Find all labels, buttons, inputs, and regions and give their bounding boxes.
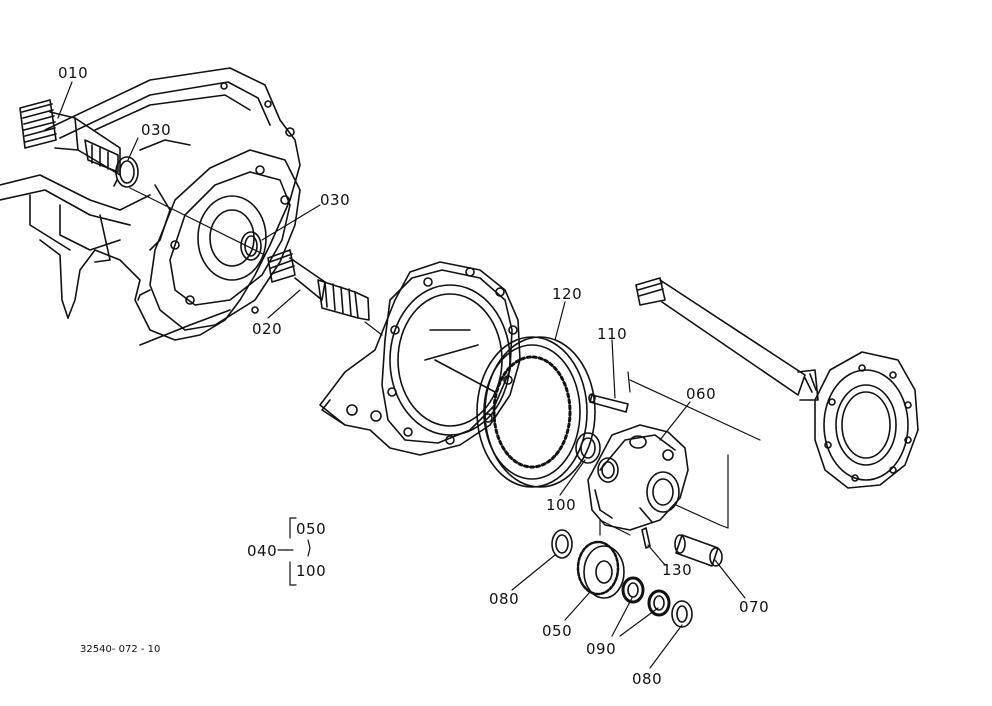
callout-090: 090 [586, 640, 617, 658]
pin-130 [641, 527, 651, 549]
callout-070: 070 [739, 598, 770, 616]
ring-gear-120 [476, 336, 596, 488]
callout-120: 120 [552, 285, 583, 303]
assembly-label-100: 100 [296, 562, 327, 580]
callout-060: 060 [686, 385, 717, 403]
callout-080-right: 080 [632, 670, 663, 688]
bearing-090-a [621, 576, 645, 604]
housing-flange [137, 149, 301, 331]
transmission-housing [0, 67, 301, 346]
assembly-label-040: 040 [247, 542, 278, 560]
assembly-label-050: 050 [296, 520, 327, 538]
callout-020: 020 [252, 320, 283, 338]
axle-flange [814, 351, 919, 489]
callout-130: 130 [662, 561, 693, 579]
washer-080-right [671, 600, 693, 628]
thrust-ring-100 [575, 432, 601, 464]
callout-100: 100 [546, 496, 577, 514]
washer-080-left [551, 529, 573, 559]
callout-050: 050 [542, 622, 573, 640]
snap-ring-030-lower [240, 231, 262, 261]
planet-gear-050 [576, 540, 625, 599]
callout-110: 110 [597, 325, 628, 343]
carrier-060 [587, 424, 689, 531]
callout-030-lower: 030 [320, 191, 351, 209]
pin-110 [588, 393, 629, 413]
shaft-020 [267, 249, 370, 321]
snap-ring-030-upper [113, 156, 139, 188]
callout-080-left: 080 [489, 590, 520, 608]
callout-010: 010 [58, 64, 89, 82]
planet-shaft-070 [674, 534, 723, 567]
document-number: 32540- 072 - 10 [80, 644, 161, 655]
alignment-lines [129, 187, 761, 536]
axle-shaft [635, 277, 819, 401]
assembly-bracket [277, 517, 311, 586]
bearing-090-b [647, 589, 671, 617]
leader-lines [57, 81, 746, 669]
shaft-010 [19, 99, 121, 176]
callout-030-upper: 030 [141, 121, 172, 139]
